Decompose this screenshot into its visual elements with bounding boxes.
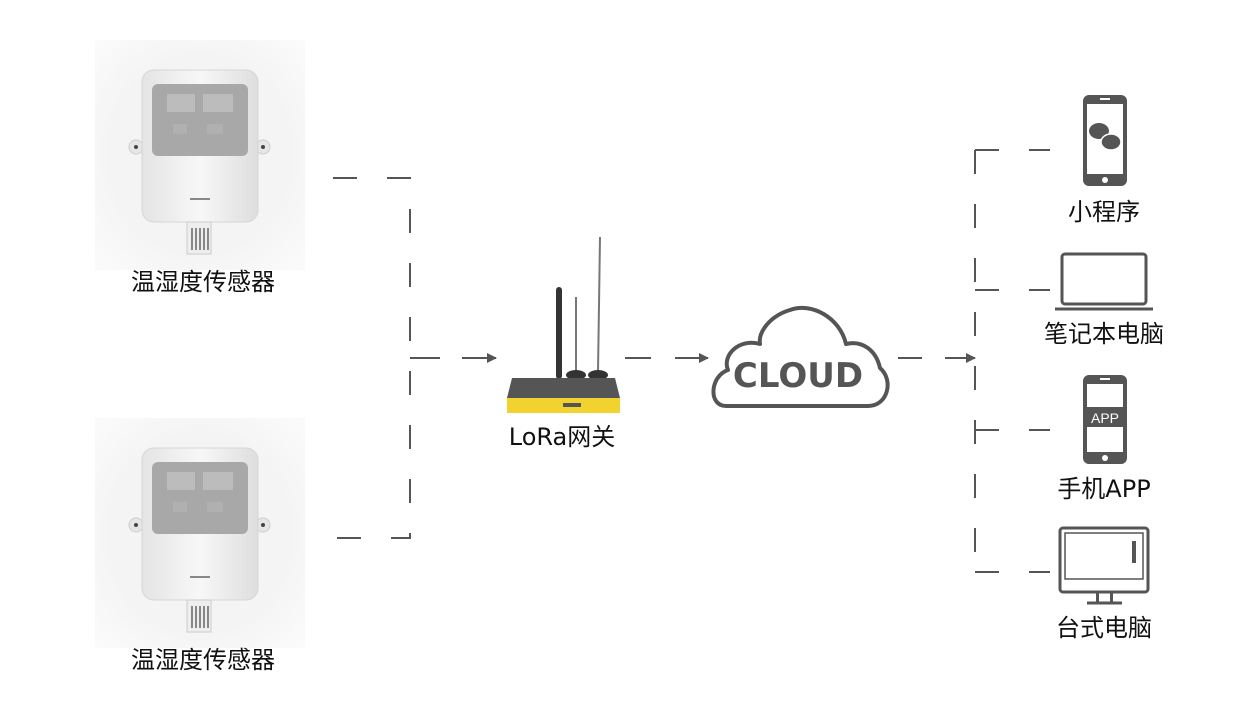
sensor-label: 温湿度传感器 bbox=[131, 268, 275, 296]
sensor-image bbox=[94, 39, 306, 271]
sensor-label: 温湿度传感器 bbox=[131, 646, 275, 674]
phone-wechat-icon bbox=[1083, 95, 1127, 186]
cloud-icon: CLOUD bbox=[711, 305, 890, 408]
sensor-device-1: 温湿度传感器 bbox=[94, 39, 306, 296]
sensor-connector-lines bbox=[333, 177, 497, 539]
sensor-image bbox=[94, 417, 306, 649]
client-mobile-app: APP 手机APP bbox=[1057, 375, 1151, 503]
client-mini-program: 小程序 bbox=[1068, 95, 1140, 226]
dashed-line bbox=[333, 177, 411, 539]
client-label: 台式电脑 bbox=[1056, 614, 1152, 642]
desktop-icon bbox=[1058, 526, 1150, 605]
laptop-icon bbox=[1055, 252, 1153, 311]
cloud-to-clients-connector bbox=[898, 149, 1050, 573]
client-desktop: 台式电脑 bbox=[1056, 526, 1152, 642]
client-label: 小程序 bbox=[1068, 198, 1140, 226]
antenna-icons bbox=[556, 236, 608, 380]
cloud-label: CLOUD bbox=[733, 356, 863, 396]
client-label: 手机APP bbox=[1057, 475, 1150, 503]
client-laptop: 笔记本电脑 bbox=[1044, 252, 1164, 348]
client-label: 笔记本电脑 bbox=[1044, 320, 1164, 348]
lora-gateway: LoRa网关 bbox=[507, 236, 620, 451]
app-screen-text: APP bbox=[1091, 410, 1119, 426]
gateway-label: LoRa网关 bbox=[509, 423, 616, 451]
dashed-branches bbox=[975, 149, 1050, 573]
phone-app-icon: APP bbox=[1083, 375, 1127, 464]
sensor-device-2: 温湿度传感器 bbox=[94, 417, 306, 674]
